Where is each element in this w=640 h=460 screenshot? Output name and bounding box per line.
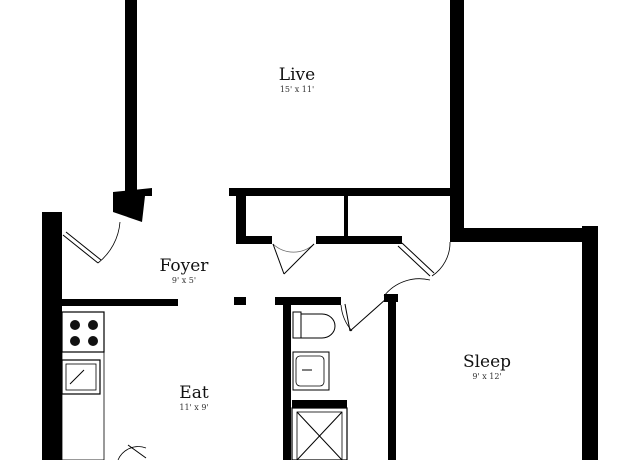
wall-closet-bottom-right [316,236,402,244]
room-dimensions-foyer: 9' x 5' [172,276,196,285]
room-name-foyer: Foyer [160,256,210,276]
room-sleep: Sleep 9' x 12' [463,352,511,381]
wall-closet-left [236,188,246,244]
wall-closet-top [229,188,451,196]
room-eat: Eat 11' x 9' [179,383,209,412]
wall-sleep-right [582,226,598,460]
wall-foyer-kitchen [62,299,178,306]
bathroom-sink-icon [292,351,330,391]
room-live: Live 15' x 11' [279,65,315,94]
room-name-sleep: Sleep [463,352,511,372]
wall-live-left [125,0,137,192]
walls [42,0,598,460]
wall-bath-top-stub [234,297,246,305]
closet-door-right [397,241,451,277]
room-foyer: Foyer 9' x 5' [160,256,210,285]
kitchen-door [117,444,147,460]
wall-bath-top [275,297,341,305]
room-name-live: Live [279,65,315,85]
wall-bath-left [283,297,291,460]
shower-icon [291,400,348,460]
kitchen-counter [61,351,105,460]
wall-exterior-left [42,212,62,460]
wall-sleep-top [450,228,598,242]
entrance-door [62,221,121,264]
closet-door-left [272,243,315,275]
wall-closet-divider [344,194,348,240]
wall-bath-right [388,294,396,460]
wall-live-right [450,0,464,242]
sleep-door [340,278,431,332]
room-dimensions-live: 15' x 11' [280,85,314,94]
room-name-eat: Eat [179,383,209,403]
room-dimensions-sleep: 9' x 12' [472,372,501,381]
toilet-icon [292,311,336,339]
stove-icon [61,311,105,353]
wall-closet-bottom-left [236,236,272,244]
wall-entry-jog [113,188,152,222]
sink-icon [61,359,101,395]
room-dimensions-eat: 11' x 9' [179,403,208,412]
doors [62,221,451,460]
